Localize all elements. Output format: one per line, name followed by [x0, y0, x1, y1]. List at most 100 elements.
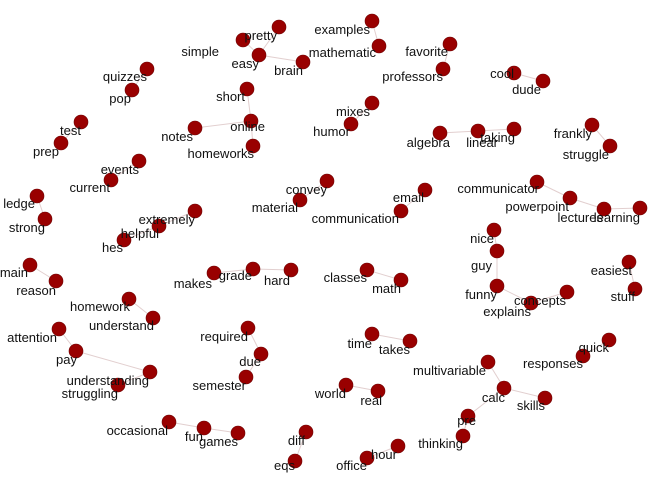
node-label-current: current: [70, 180, 111, 195]
node-label-dude: dude: [512, 82, 541, 97]
node-takes: [402, 333, 418, 349]
node-label-hour: hour: [371, 447, 398, 462]
node-hard: [283, 262, 299, 278]
node-pretty: [271, 19, 287, 35]
node-label-takes: takes: [379, 342, 411, 357]
node-label-powerpoint: powerpoint: [505, 199, 569, 214]
node-events: [131, 153, 147, 169]
node-label-online: online: [230, 119, 265, 134]
node-label-office: office: [336, 458, 367, 473]
node-professors: [435, 61, 451, 77]
node-label-explains: explains: [483, 304, 531, 319]
node-math: [393, 272, 409, 288]
edge-online-notes: [194, 120, 252, 129]
node-occasional: [161, 414, 177, 430]
node-label-learning: learning: [594, 210, 640, 225]
node-guy: [489, 243, 505, 259]
node-label-mathematic: mathematic: [309, 45, 377, 60]
node-label-due: due: [239, 354, 261, 369]
node-nice: [486, 222, 502, 238]
node-label-ledge: ledge: [3, 196, 35, 211]
node-skills: [537, 390, 553, 406]
node-simple: [235, 32, 251, 48]
node-required: [240, 320, 256, 336]
node-strong: [37, 211, 53, 227]
node-label-pretty: pretty: [244, 28, 277, 43]
node-label-grade: grade: [219, 268, 252, 283]
node-linear: [470, 123, 486, 139]
node-label-favorite: favorite: [405, 44, 448, 59]
node-label-quick: quick: [579, 340, 610, 355]
node-world: [338, 377, 354, 393]
node-label-time: time: [347, 336, 372, 351]
node-lectures: [596, 201, 612, 217]
node-extremely: [187, 203, 203, 219]
node-due: [253, 346, 269, 362]
node-label-understand: understand: [89, 318, 154, 333]
node-label-required: required: [200, 329, 248, 344]
node-label-nice: nice: [470, 231, 494, 246]
node-mixes: [364, 95, 380, 111]
node-label-brain: brain: [274, 63, 303, 78]
node-label-easiest: easiest: [591, 263, 633, 278]
node-fun: [196, 420, 212, 436]
node-pop: [124, 82, 140, 98]
node-layer: [22, 13, 648, 469]
node-label-hard: hard: [264, 273, 290, 288]
node-pay: [68, 343, 84, 359]
node-label-main: main: [0, 265, 28, 280]
node-dude: [535, 73, 551, 89]
node-hes: [116, 232, 132, 248]
node-label-helpful: helpful: [121, 226, 159, 241]
node-label-taking: taking: [480, 130, 515, 145]
node-label-homeworks: homeworks: [188, 146, 255, 161]
node-label-struggle: struggle: [563, 147, 609, 162]
node-prep: [53, 135, 69, 151]
node-label-simple: simple: [181, 44, 219, 59]
node-semester: [238, 369, 254, 385]
node-label-guy: guy: [471, 258, 492, 273]
node-label-concepts: concepts: [514, 293, 567, 308]
node-label-pre: pre: [457, 413, 476, 428]
node-label-convey: convey: [286, 182, 328, 197]
node-classes: [359, 262, 375, 278]
node-struggling: [110, 377, 126, 393]
node-easiest: [621, 254, 637, 270]
node-homeworks: [245, 138, 261, 154]
node-concepts: [559, 284, 575, 300]
node-time: [364, 326, 380, 342]
node-real: [370, 383, 386, 399]
node-explains: [523, 295, 539, 311]
node-label-skills: skills: [517, 398, 546, 413]
node-short: [239, 81, 255, 97]
node-notes: [187, 120, 203, 136]
node-attention: [51, 321, 67, 337]
node-stuff: [627, 281, 643, 297]
node-thinking: [455, 428, 471, 444]
node-convey: [319, 173, 335, 189]
node-reason: [48, 273, 64, 289]
node-label-understanding: understanding: [67, 373, 149, 388]
node-favorite: [442, 36, 458, 52]
node-label-mixes: mixes: [336, 104, 370, 119]
node-humor: [343, 116, 359, 132]
node-label-pop: pop: [109, 91, 131, 106]
node-algebra: [432, 125, 448, 141]
node-label-easy: easy: [232, 56, 260, 71]
node-learning: [632, 200, 648, 216]
node-label-semester: semester: [193, 378, 247, 393]
node-calc: [496, 380, 512, 396]
node-label-math: math: [372, 281, 401, 296]
node-ledge: [29, 188, 45, 204]
node-label-material: material: [252, 200, 298, 215]
node-helpful: [151, 218, 167, 234]
node-easy: [251, 47, 267, 63]
node-frankly: [584, 117, 600, 133]
node-label-funny: funny: [465, 287, 497, 302]
node-label-homework: homework: [70, 299, 130, 314]
node-label-prep: prep: [33, 144, 59, 159]
node-label-events: events: [101, 162, 140, 177]
node-label-hes: hes: [102, 240, 123, 255]
node-office: [359, 450, 375, 466]
